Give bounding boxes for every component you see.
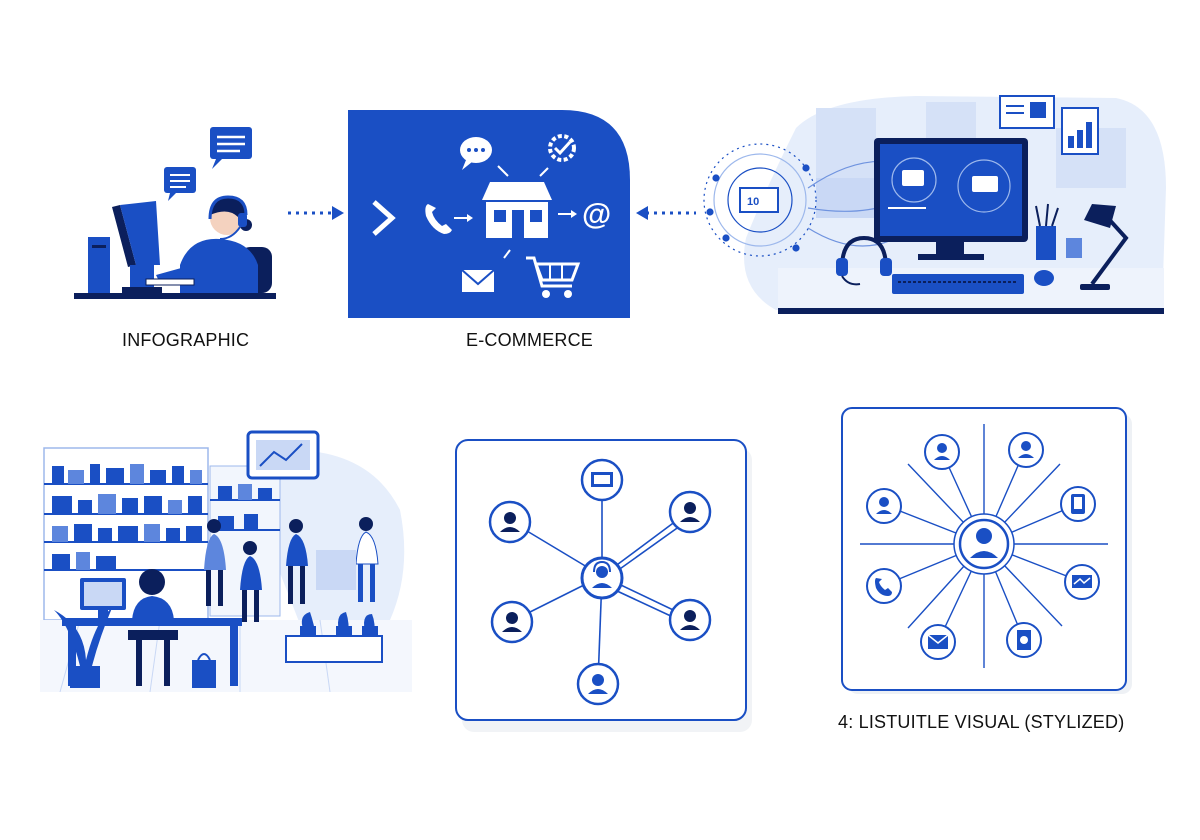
monitor-icon <box>80 578 126 618</box>
wall-chart-icon <box>1061 107 1099 155</box>
dotted-arrow-right <box>288 206 344 220</box>
shopping-bag-icon <box>192 653 216 688</box>
desk-lamp-icon <box>1080 204 1129 290</box>
pencil-cup-icon <box>1035 203 1059 260</box>
headset-icon <box>836 235 892 286</box>
wall-card-icon <box>999 95 1055 129</box>
gear-check-icon <box>548 134 576 162</box>
person-icon <box>490 600 534 644</box>
plant-icon <box>54 608 112 688</box>
chat-bubble-icon <box>210 127 252 169</box>
agent-person <box>145 196 258 293</box>
monitor-icon <box>112 201 162 293</box>
chat-bubble-small-icon <box>164 167 196 201</box>
shopper-person <box>355 517 379 602</box>
person-icon <box>668 598 712 642</box>
monitor-icon <box>580 458 624 502</box>
envelope-icon <box>920 624 956 660</box>
chat-bubble-icon <box>460 137 492 170</box>
shopping-cart-icon <box>526 256 581 298</box>
shopper-person <box>204 519 226 606</box>
svg-text:10: 10 <box>747 196 759 208</box>
person-icon <box>668 490 712 534</box>
retail-store-illustration <box>40 430 412 692</box>
digital-workspace-illustration: 10 <box>703 95 1166 314</box>
storefront-icon <box>482 182 552 238</box>
ecommerce-hub-panel: @ <box>348 110 630 318</box>
dotted-arrow-left <box>636 206 696 220</box>
caption-infographic: INFOGRAPHIC <box>122 330 250 350</box>
at-sign-icon: @ <box>582 198 611 231</box>
person-icon <box>953 513 1015 575</box>
headset-icon <box>208 195 248 240</box>
radial-contacts-panel <box>841 407 1132 694</box>
shopper-person <box>240 541 262 622</box>
mouse-icon <box>1034 270 1054 286</box>
keyboard-icon <box>892 274 1024 294</box>
support-agent-illustration <box>74 127 276 299</box>
cashier-person <box>128 569 178 686</box>
desk <box>74 293 276 299</box>
phone-icon <box>425 204 452 234</box>
network-hub-panel <box>455 439 752 732</box>
person-icon <box>488 500 532 544</box>
computer-tower <box>88 237 110 293</box>
mug-icon <box>1066 238 1082 258</box>
envelope-icon <box>461 269 495 292</box>
phone-icon <box>866 568 902 604</box>
caption-visual: 4: LISTUITLE VISUAL (STYLIZED) <box>838 712 1125 732</box>
desk <box>62 618 242 626</box>
display-sign-icon <box>246 430 320 480</box>
chat-icon <box>1064 564 1100 600</box>
person-icon <box>866 488 902 524</box>
caption-ecommerce: E-COMMERCE <box>466 330 593 350</box>
monitor-icon <box>874 138 1028 260</box>
person-icon <box>1008 432 1044 468</box>
headset-agent-icon <box>580 556 624 600</box>
person-icon <box>576 662 620 706</box>
shopper-person <box>286 519 308 604</box>
mobile-icon <box>1060 486 1096 522</box>
chevron-right-icon <box>372 200 396 236</box>
person-icon <box>924 434 960 470</box>
document-icon <box>1006 622 1042 658</box>
plant-icon <box>300 612 378 636</box>
